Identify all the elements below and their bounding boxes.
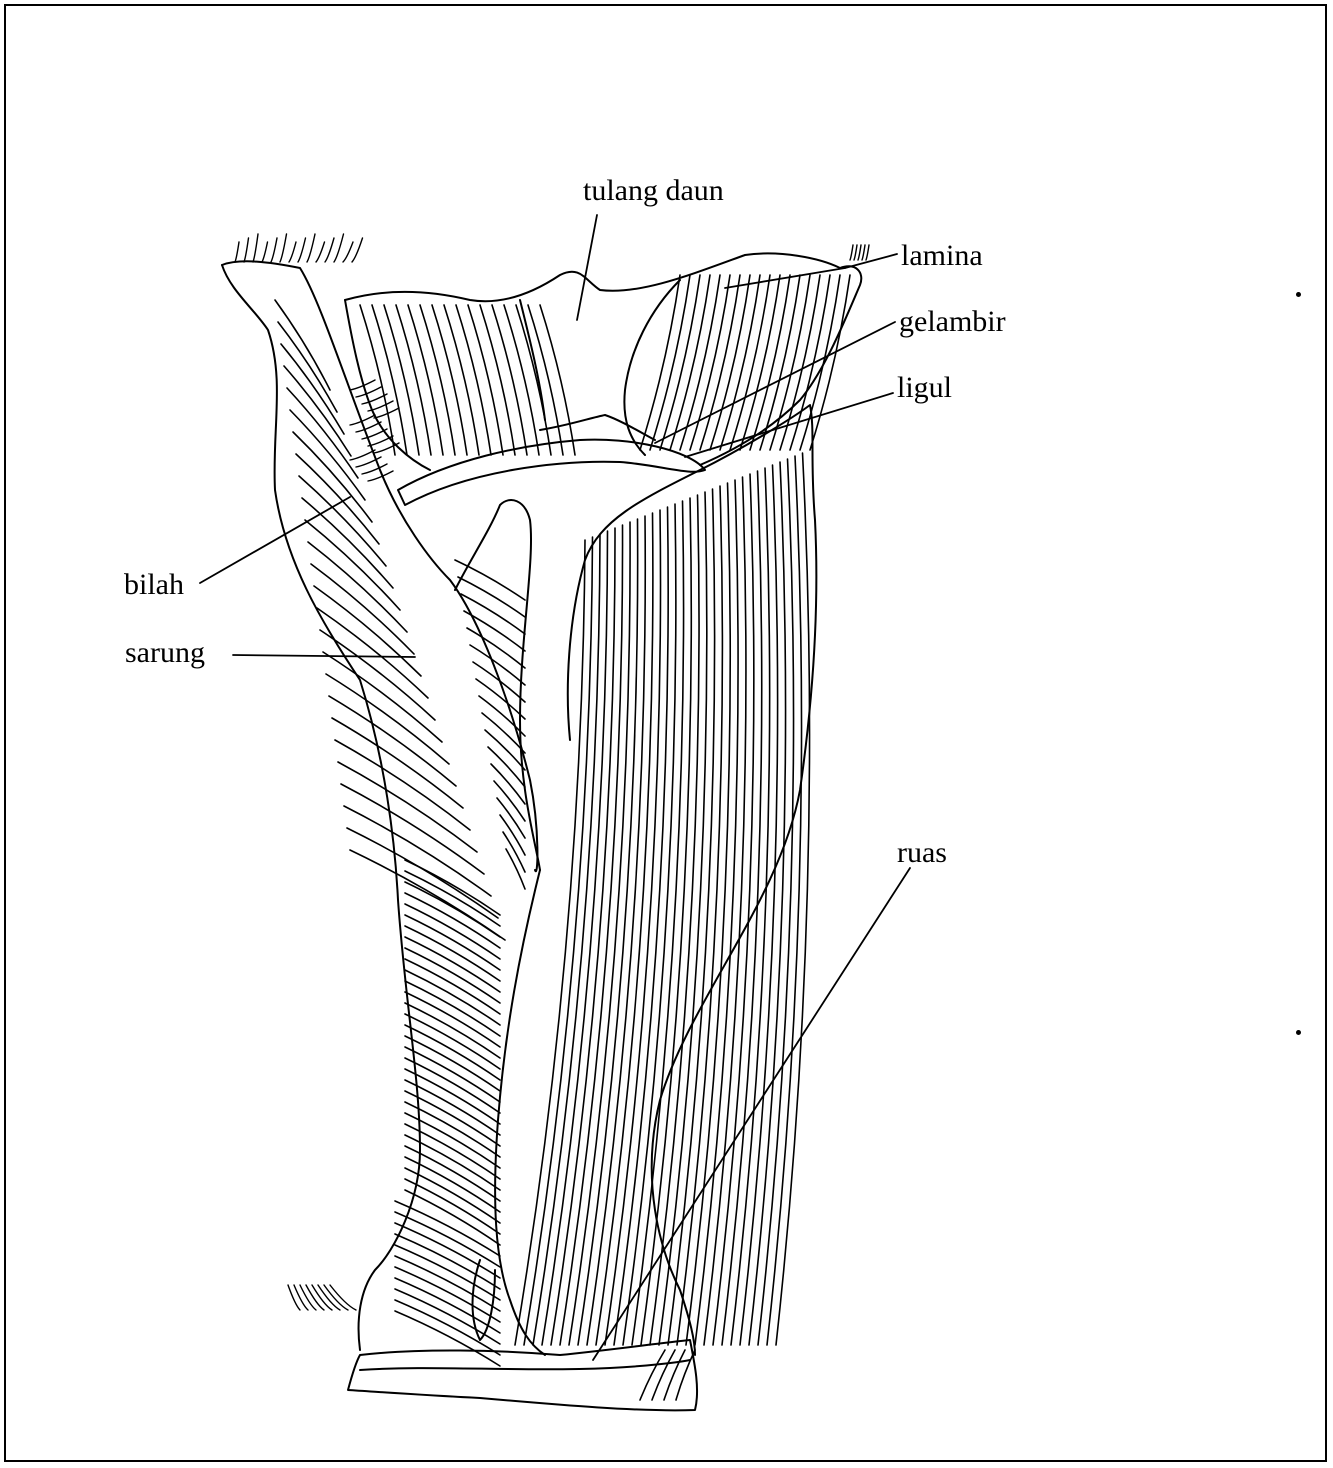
vein-stroke (335, 740, 470, 830)
lamina-left-lobe (345, 253, 840, 301)
leader-tulang-daun (577, 215, 597, 320)
label-ligul: ligul (897, 373, 952, 403)
vein-stroke (444, 305, 479, 455)
hair-stroke (368, 401, 393, 411)
vein-stroke (332, 718, 463, 808)
vein-stroke (344, 806, 491, 896)
hair-stroke (352, 238, 363, 262)
hair-stroke (235, 242, 239, 262)
hair-stroke (850, 245, 853, 260)
vein-stroke (405, 1190, 500, 1245)
hair-stroke (271, 238, 277, 262)
hair-stroke (368, 436, 393, 446)
hair-stroke (356, 387, 381, 397)
leader-ligul (685, 393, 893, 457)
hair-stroke (318, 1285, 340, 1310)
hair-stroke (334, 234, 344, 262)
hair-stroke (862, 245, 865, 260)
hair-stroke (312, 1285, 332, 1310)
leader-lamina (845, 254, 897, 268)
hair-stroke (356, 422, 381, 432)
leader-sarung (233, 655, 415, 657)
label-lamina: lamina (901, 241, 983, 271)
label-bilah: bilah (124, 570, 184, 600)
vein-stroke (492, 305, 527, 455)
vein-stroke (468, 305, 503, 455)
hair-stroke (858, 245, 861, 260)
hair-stroke (289, 242, 296, 262)
hair-stroke (316, 242, 325, 262)
vein-stroke (504, 305, 539, 455)
hair-stroke (325, 238, 334, 262)
node-band (348, 1340, 697, 1410)
vein-stroke (329, 696, 456, 786)
hair-stroke (350, 450, 375, 460)
vein-stroke (516, 305, 551, 455)
vein-stroke (287, 388, 358, 478)
leaf-venation-hatching (275, 275, 850, 1400)
leader-bilah (200, 497, 350, 583)
label-ruas: ruas (897, 838, 947, 868)
vein-stroke (456, 305, 491, 455)
leader-gelambir (655, 322, 895, 443)
vein-stroke (384, 305, 419, 455)
vein-stroke (405, 1179, 500, 1234)
hair-stroke (262, 242, 268, 262)
right-sheath-inner-edge (495, 870, 545, 1355)
left-sheath-outline (222, 261, 537, 871)
vein-stroke (341, 784, 484, 874)
vein-stroke (432, 305, 467, 455)
hair-stroke (298, 238, 306, 262)
margin-dot-top (1296, 292, 1301, 297)
vein-stroke (540, 305, 575, 455)
hair-stroke (854, 245, 857, 260)
vein-stroke (640, 1350, 665, 1400)
node-inner-line (360, 1360, 690, 1370)
hair-stroke (253, 234, 258, 262)
label-sarung: sarung (125, 638, 205, 668)
vein-stroke (652, 1350, 675, 1400)
vein-stroke (347, 828, 498, 918)
ligul-collar (398, 440, 705, 505)
hair-stroke (307, 234, 315, 262)
hair-stroke (244, 238, 249, 262)
vein-stroke (338, 762, 477, 852)
vein-stroke (396, 305, 431, 455)
vein-stroke (503, 832, 525, 872)
vein-stroke (395, 1311, 500, 1366)
vein-stroke (528, 305, 563, 455)
vein-stroke (676, 1350, 695, 1400)
vein-stroke (326, 674, 449, 764)
vein-stroke (506, 849, 525, 889)
vein-stroke (480, 305, 515, 455)
label-gelambir: gelambir (899, 307, 1006, 337)
vein-stroke (323, 652, 442, 742)
vein-stroke (293, 432, 372, 522)
hair-stroke (288, 1285, 300, 1310)
vein-stroke (372, 305, 407, 455)
hair-stroke (362, 464, 387, 474)
hair-stroke (362, 394, 387, 404)
vein-stroke (408, 305, 443, 455)
inner-sheath-face (455, 500, 540, 870)
hair-stroke (866, 245, 869, 260)
vein-stroke (317, 608, 428, 698)
leader-lamina-b (725, 268, 845, 288)
margin-dot-bottom (1296, 1030, 1301, 1035)
hair-stroke (280, 234, 287, 262)
leader-lines (200, 215, 910, 1360)
label-tulang-daun: tulang daun (583, 176, 724, 206)
vein-stroke (420, 305, 455, 455)
vein-stroke (278, 322, 337, 412)
vein-stroke (395, 1300, 500, 1355)
vein-stroke (664, 1350, 685, 1400)
hair-stroke (343, 242, 353, 262)
